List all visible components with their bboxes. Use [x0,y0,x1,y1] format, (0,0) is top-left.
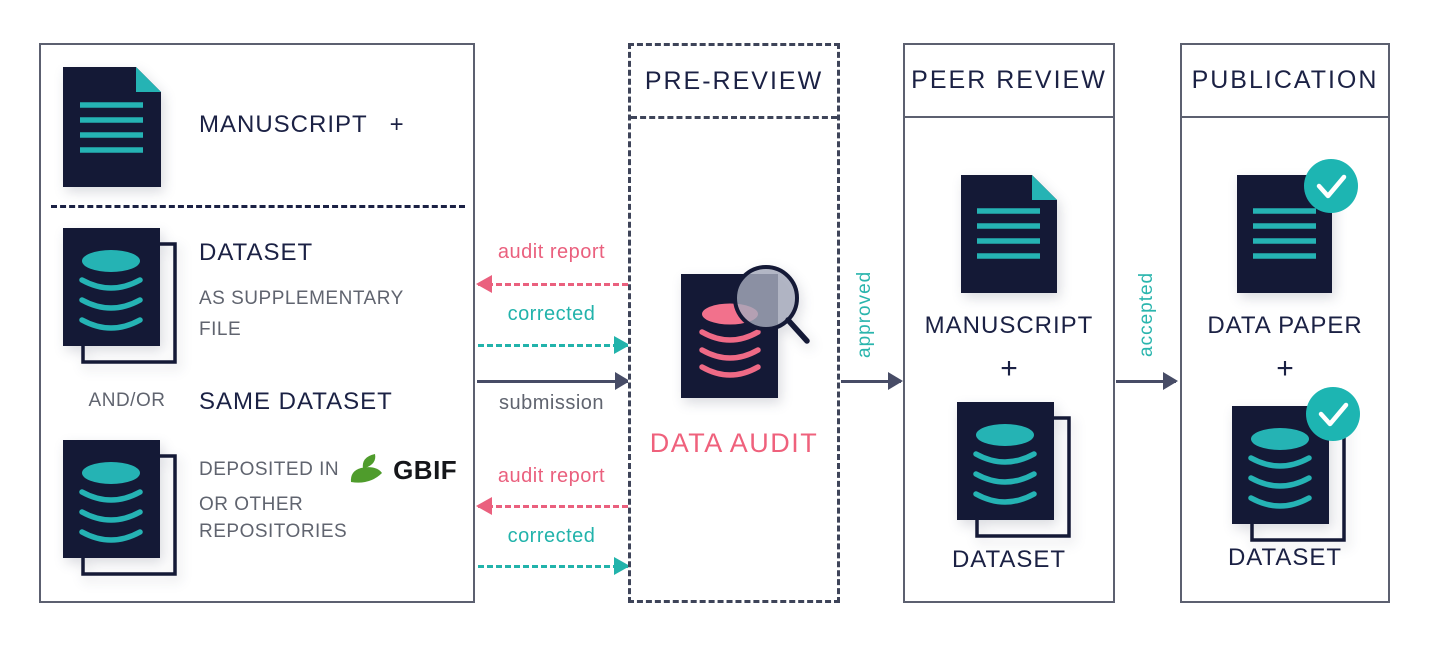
dataset-review-icon [957,402,1072,542]
deposited-in-row: DEPOSITED IN GBIF [199,450,457,490]
or-other-label: OR OTHER [199,494,304,515]
manuscript-row: MANUSCRIPT + [199,111,405,139]
dataset-subtitle: AS SUPPLEMENTARY FILE [199,283,404,345]
manuscript-icon [63,67,161,187]
submission-label: submission [498,392,605,414]
dataset-repository-icon [63,440,178,580]
accepted-label: accepted [1136,271,1157,357]
corrected-label-upper: corrected [507,303,596,325]
dataset-subtitle-line2: FILE [199,319,242,340]
plus-sign: + [389,111,405,138]
peer-review-box: PEER REVIEW MANUSCRIPT + [903,43,1115,603]
pre-review-title: PRE-REVIEW [631,46,837,119]
dataset-title: DATASET [199,239,314,266]
manuscript-label: MANUSCRIPT [199,111,368,138]
peer-dataset-label: DATASET [951,546,1067,573]
peer-plus-sign: + [1000,352,1018,385]
dataset-published-icon [1232,387,1360,546]
peer-review-title: PEER REVIEW [905,45,1113,118]
data-paper-published-icon [1237,159,1358,293]
divider [51,205,465,208]
data-audit-label: DATA AUDIT [649,428,819,458]
corrected-label-lower: corrected [507,525,596,547]
publication-title: PUBLICATION [1182,45,1388,118]
dataset-subtitle-line1: AS SUPPLEMENTARY [199,288,404,309]
manuscript-review-icon [961,175,1057,293]
check-circle-icon [1303,158,1359,214]
data-paper-label: DATA PAPER [1207,312,1363,339]
gbif-wordmark: GBIF [393,454,458,485]
approved-label: approved [854,270,875,358]
publication-dataset-label: DATASET [1227,544,1343,571]
pre-review-box: PRE-REVIEW DATA AUDIT [628,43,840,603]
dataset-supplementary-icon [63,228,178,368]
gbif-logo-icon [348,452,384,488]
and-or-label: AND/OR [88,390,166,411]
dataset-doc-icon [1232,406,1347,546]
data-audit-icon [681,262,816,404]
check-circle-icon [1305,386,1361,442]
audit-report-label-lower: audit report [497,465,606,487]
peer-manuscript-label: MANUSCRIPT [924,312,1094,339]
deposited-in-label: DEPOSITED IN [199,459,340,480]
same-dataset-label: SAME DATASET [199,388,393,415]
publication-box: PUBLICATION [1180,43,1390,603]
audit-report-label-upper: audit report [497,241,606,263]
publication-plus-sign: + [1276,352,1294,385]
repositories-label: REPOSITORIES [199,521,348,542]
submission-materials-box: MANUSCRIPT + DATASET AS SUPPLEMENTARY FI… [39,43,475,603]
